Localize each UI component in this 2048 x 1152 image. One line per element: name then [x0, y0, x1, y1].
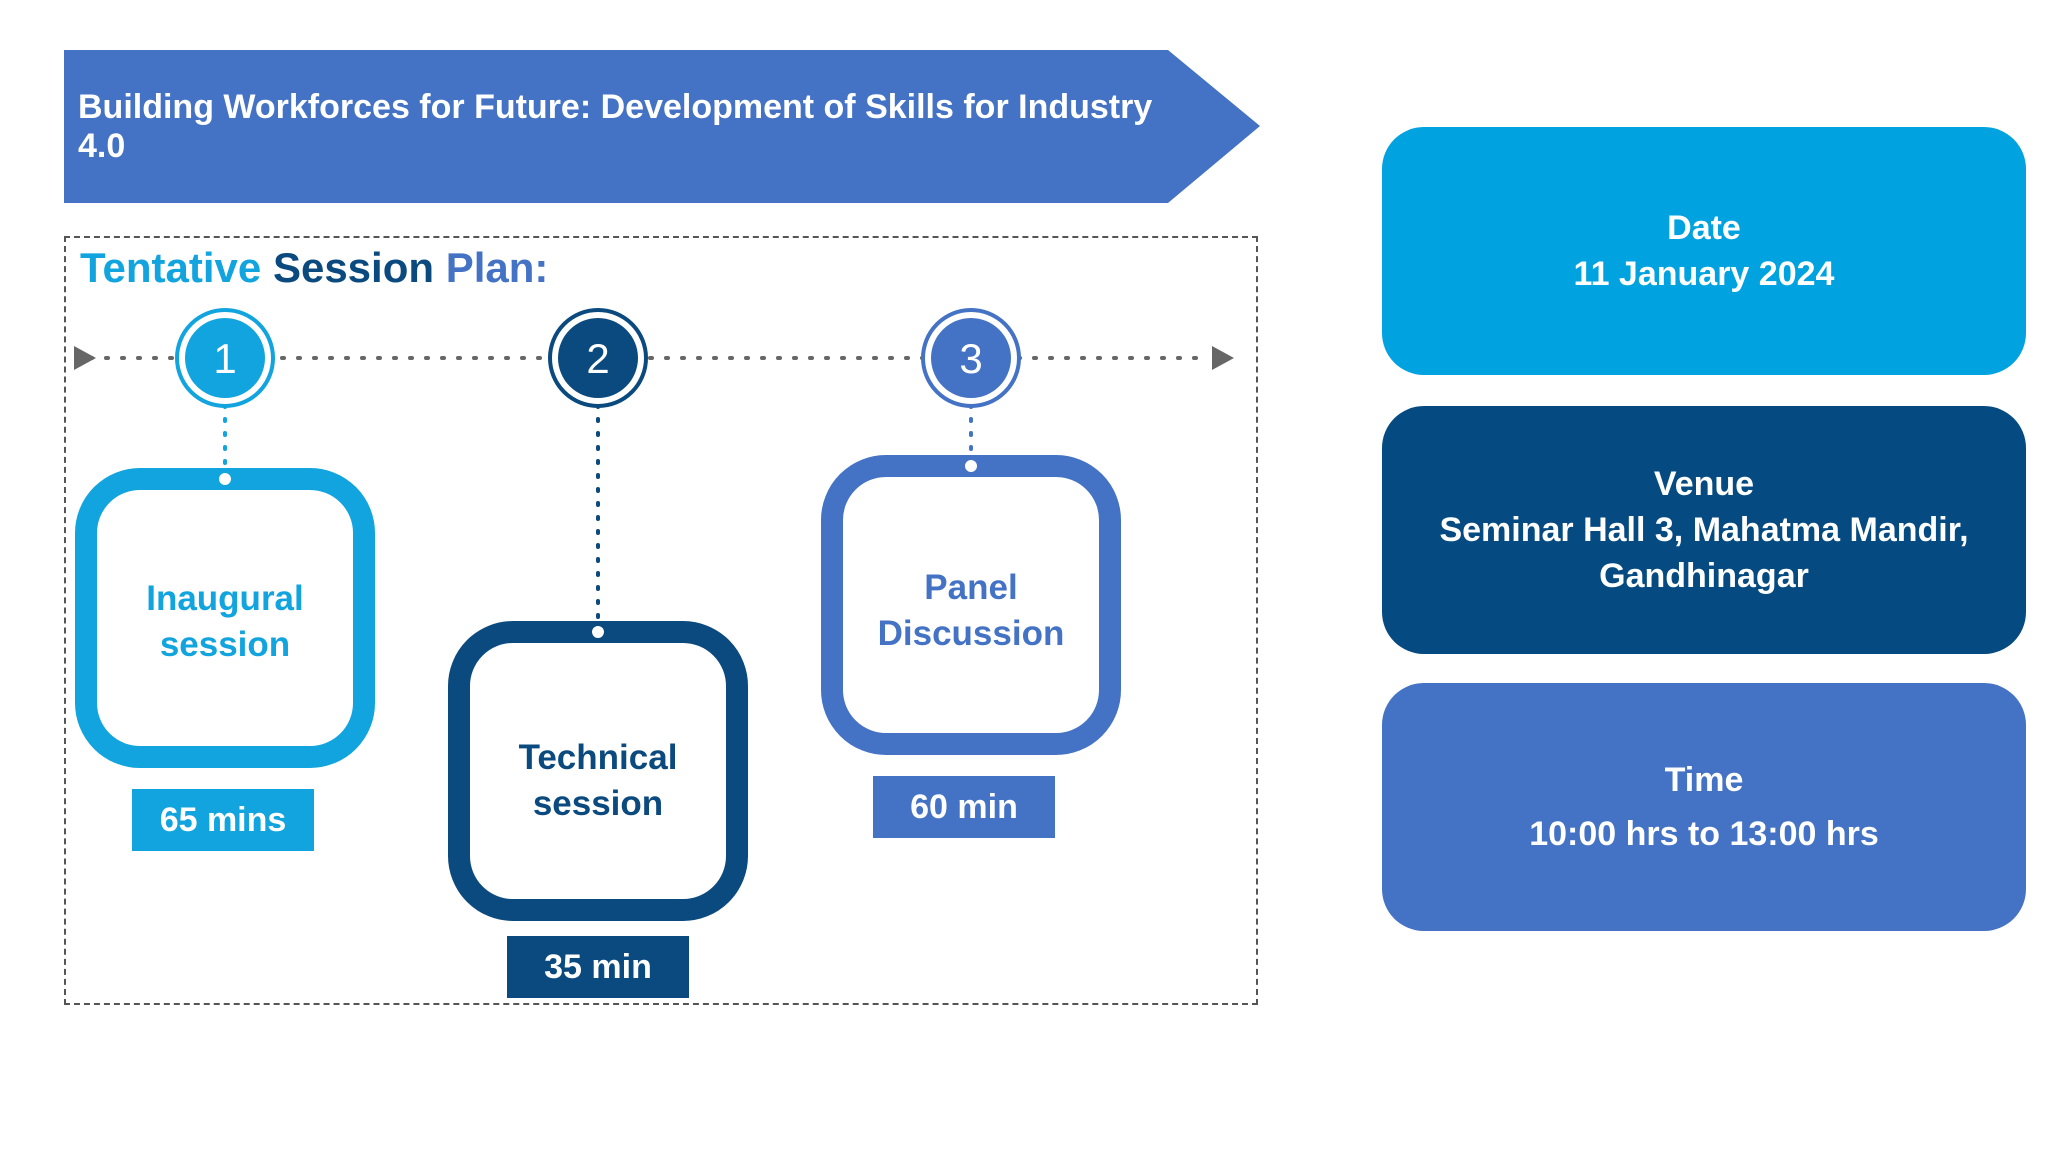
- step-1-label-line-2: session: [159, 625, 291, 664]
- step-2-label-line-1: Technical: [518, 738, 678, 777]
- venue-card: Venue Seminar Hall 3, Mahatma Mandir, Ga…: [1382, 406, 2026, 654]
- step-2-label: Technical session: [488, 735, 708, 827]
- timeline-start-arrow-icon: [74, 346, 96, 370]
- step-2-duration: 35 min: [507, 936, 689, 998]
- date-title: Date: [1667, 209, 1741, 247]
- step-2-circle: [558, 318, 638, 398]
- time-title: Time: [1664, 761, 1744, 799]
- step-1-number: 1: [213, 335, 236, 382]
- step-3-label-line-2: Discussion: [877, 614, 1065, 653]
- plan-title: Tentative Session Plan:: [80, 244, 548, 292]
- step-2-label-line-2: session: [532, 784, 664, 823]
- time-value: 10:00 hrs to 13:00 hrs: [1529, 815, 1879, 853]
- step-1-label: Inaugural session: [115, 576, 335, 668]
- plan-title-word-2: Session: [272, 244, 435, 291]
- step-3-circle: [931, 318, 1011, 398]
- time-card: Time 10:00 hrs to 13:00 hrs: [1382, 683, 2026, 931]
- title-banner: [64, 50, 1260, 203]
- step-1-anchor: [215, 469, 235, 489]
- date-value: 11 January 2024: [1573, 255, 1835, 293]
- step-2-number: 2: [586, 335, 609, 382]
- plan-title-word-1: Tentative: [80, 244, 262, 291]
- date-card: Date 11 January 2024: [1382, 127, 2026, 375]
- plan-title-word-3: Plan:: [445, 244, 549, 291]
- step-1-circle: [185, 318, 265, 398]
- step-3-number: 3: [959, 335, 982, 382]
- step-3-duration: 60 min: [873, 776, 1055, 838]
- step-1-duration: 65 mins: [132, 789, 314, 851]
- step-2-anchor: [588, 622, 608, 642]
- venue-title: Venue: [1653, 465, 1755, 503]
- step-3-label: Panel Discussion: [861, 565, 1081, 657]
- step-3-anchor: [961, 456, 981, 476]
- step-1-label-line-1: Inaugural: [146, 579, 304, 618]
- venue-value-line-1: Seminar Hall 3, Mahatma Mandir,: [1439, 511, 1969, 549]
- timeline-end-arrow-icon: [1212, 346, 1234, 370]
- banner-title: Building Workforces for Future: Developm…: [78, 87, 1153, 165]
- venue-value-line-2: Gandhinagar: [1599, 557, 1809, 595]
- session-plan-frame: [64, 236, 1258, 1005]
- step-3-label-line-1: Panel: [924, 568, 1018, 607]
